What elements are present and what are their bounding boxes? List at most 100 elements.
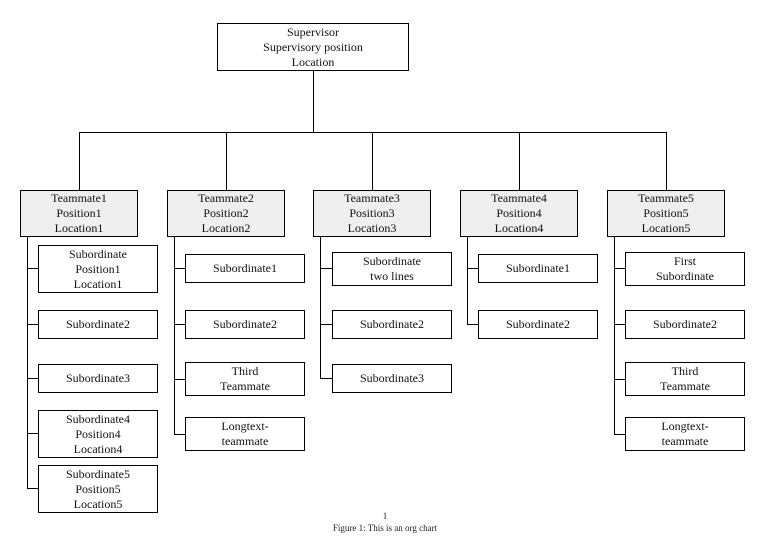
connector-drop-teammate1 (79, 132, 80, 190)
node-line: teammate (661, 434, 709, 448)
node-line: Position1 (75, 261, 121, 276)
node-line: Subordinate2 (66, 317, 130, 331)
subordinate-node: Subordinate4 Position4 Location4 (38, 410, 158, 458)
node-line: Position1 (56, 206, 102, 220)
connector-stub (174, 379, 185, 380)
node-line: Position4 (496, 206, 542, 220)
node-line: Subordinate1 (213, 261, 277, 275)
node-line: Teammate4 (491, 191, 547, 205)
connector-stub (27, 378, 38, 379)
node-line: Subordinate2 (213, 317, 277, 331)
subordinate-node: Subordinate2 (332, 310, 452, 339)
node-line: Longtext- (661, 419, 709, 433)
node-line: Location2 (201, 221, 251, 235)
node-line: Subordinate2 (360, 317, 424, 331)
subordinate-node: Subordinate2 (478, 310, 598, 339)
node-line: Supervisory position (263, 39, 363, 54)
connector-drop-teammate4 (519, 132, 520, 190)
node-line: Subordinate3 (360, 371, 424, 385)
node-line: Location3 (347, 221, 397, 235)
node-line: Subordinate5 (66, 466, 130, 481)
connector-stub (614, 268, 625, 269)
node-line: Subordinate2 (653, 317, 717, 331)
figure-caption: Figure 1: This is an org chart (332, 523, 438, 533)
node-line: Position4 (75, 426, 121, 441)
node-line: Subordinate2 (506, 317, 570, 331)
connector-spine-col4 (467, 237, 468, 325)
connector-stub (614, 434, 625, 435)
connector-stub (320, 378, 332, 379)
connector-stub (27, 488, 38, 489)
connector-stub (27, 268, 38, 269)
supervisor-node: Supervisor Supervisory position Location (217, 23, 409, 71)
subordinate-node: Subordinate3 (38, 364, 158, 393)
connector-stub (174, 268, 185, 269)
subordinate-node: Subordinate1 (185, 254, 305, 283)
node-line: Position3 (349, 206, 395, 220)
subordinate-node: Subordinate1 (478, 254, 598, 283)
node-line: Location4 (494, 221, 544, 235)
node-line: Teammate5 (638, 191, 694, 205)
subordinate-node: Subordinate Position1 Location1 (38, 245, 158, 293)
node-line: Position5 (75, 481, 121, 496)
node-line: Third (671, 364, 699, 378)
connector-supervisor-drop (313, 71, 314, 132)
connector-bus (79, 132, 667, 133)
connector-stub (27, 324, 38, 325)
connector-spine-col1 (27, 237, 28, 489)
node-line: Position5 (643, 206, 689, 220)
subordinate-node: Subordinate3 (332, 364, 452, 393)
connector-stub (467, 268, 478, 269)
connector-stub (174, 434, 185, 435)
subordinate-node: Subordinate2 (625, 310, 745, 339)
subordinate-node: Longtext- teammate (185, 417, 305, 451)
node-line: Third (231, 364, 259, 378)
connector-stub (320, 268, 332, 269)
node-line: Subordinate4 (66, 411, 130, 426)
subordinate-node: Subordinate5 Position5 Location5 (38, 465, 158, 513)
subordinate-node: Third Teammate (185, 362, 305, 396)
teammate-node-4: Teammate4 Position4 Location4 (460, 190, 578, 237)
connector-stub (467, 324, 478, 325)
teammate-node-5: Teammate5 Position5 Location5 (607, 190, 725, 237)
subordinate-node: Third Teammate (625, 362, 745, 396)
connector-drop-teammate5 (666, 132, 667, 190)
node-line: Location5 (73, 496, 123, 511)
node-line: two lines (370, 269, 414, 283)
node-line: Location4 (73, 441, 123, 456)
connector-drop-teammate3 (372, 132, 373, 190)
connector-spine-col5 (614, 237, 615, 435)
connector-stub (320, 324, 332, 325)
node-line: teammate (221, 434, 269, 448)
subordinate-node: Subordinate two lines (332, 252, 452, 286)
node-line: Teammate (660, 379, 710, 393)
node-line: Teammate1 (51, 191, 107, 205)
subordinate-node: Subordinate2 (38, 310, 158, 339)
node-line: Teammate (220, 379, 270, 393)
node-line: Subordinate1 (506, 261, 570, 275)
node-line: Subordinate (656, 269, 714, 283)
node-line: Position2 (203, 206, 249, 220)
connector-spine-col3 (320, 237, 321, 379)
node-line: Location1 (54, 221, 104, 235)
subordinate-node: Subordinate2 (185, 310, 305, 339)
page-number: 1 (382, 511, 388, 521)
node-line: Location5 (641, 221, 691, 235)
node-line: Teammate3 (344, 191, 400, 205)
connector-spine-col2 (174, 237, 175, 435)
connector-drop-teammate2 (226, 132, 227, 190)
teammate-node-1: Teammate1 Position1 Location1 (20, 190, 138, 237)
teammate-node-2: Teammate2 Position2 Location2 (167, 190, 285, 237)
node-line: Subordinate (69, 246, 127, 261)
node-line: Location1 (73, 276, 123, 291)
connector-stub (174, 324, 185, 325)
node-line: Teammate2 (198, 191, 254, 205)
node-line: Longtext- (221, 419, 269, 433)
node-line: Subordinate3 (66, 371, 130, 385)
teammate-node-3: Teammate3 Position3 Location3 (313, 190, 431, 237)
connector-stub (27, 433, 38, 434)
node-line: Subordinate (363, 254, 421, 268)
subordinate-node: Longtext- teammate (625, 417, 745, 451)
node-line: Location (291, 54, 335, 69)
